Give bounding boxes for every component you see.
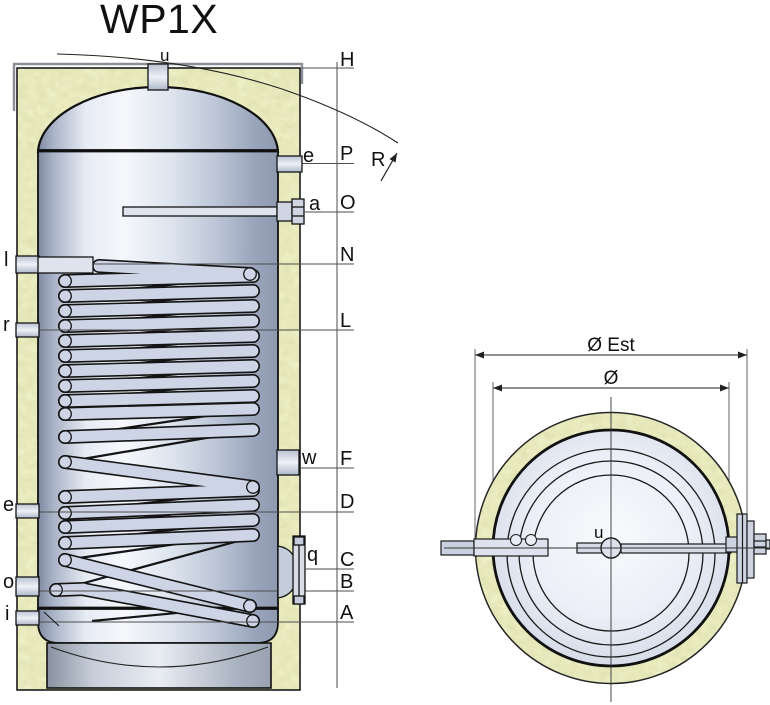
stub-l [15, 255, 40, 274]
stub-r [15, 322, 40, 338]
tank-skirt [46, 642, 272, 689]
coil-inlet-header [37, 256, 94, 274]
dim-label-A: A [340, 602, 354, 624]
label-connection-e-low: e [3, 494, 14, 516]
label-connection-w: w [301, 447, 317, 469]
dim-label-F: F [340, 448, 352, 470]
dim-label-C: C [340, 549, 354, 571]
top-view: Ø Est Ø u [440, 335, 770, 702]
anode-fitting-a [122, 198, 305, 225]
dim-label-O: O [340, 192, 356, 214]
tilting-radius [56, 53, 399, 182]
connection-fittings [15, 63, 306, 627]
dim-label-B: B [340, 571, 353, 593]
stub-e-right [276, 155, 303, 173]
label-inner-diameter: Ø [604, 368, 619, 389]
radius-arrow [380, 152, 398, 182]
flange-q [277, 535, 306, 605]
coil-end-rings [49, 267, 260, 628]
drain-tick-mark [43, 611, 60, 627]
label-connection-q: q [307, 544, 318, 566]
label-connection-a: a [309, 193, 321, 215]
label-radius-R: R [371, 149, 385, 171]
label-connection-i: i [5, 603, 9, 625]
dim-label-D: D [340, 491, 354, 513]
label-center-u: u [594, 523, 603, 542]
label-connection-u: u [160, 46, 169, 65]
tilting-radius-arc [56, 53, 399, 144]
stub-w [276, 449, 300, 476]
stub-o [15, 576, 40, 597]
front-view: WP1X u l r e o i e a w q H P O N L F D C… [3, 0, 399, 691]
label-connection-e-top: e [303, 145, 314, 167]
dim-label-H: H [340, 49, 354, 71]
dim-label-N: N [340, 244, 354, 266]
top-view-dimensions [474, 349, 748, 552]
stub-e-left [15, 503, 40, 519]
label-connection-l: l [4, 249, 8, 271]
stub-i [15, 610, 40, 626]
label-connection-r: r [3, 314, 10, 336]
label-connection-o: o [3, 571, 14, 593]
dim-label-L: L [340, 310, 351, 332]
bottom-dish-line [50, 646, 269, 668]
coil-tubes-fill [50, 260, 259, 627]
stub-u-top [147, 63, 169, 91]
coil-ring-bump-1 [510, 534, 522, 546]
heating-coil [49, 259, 260, 628]
label-outer-diameter: Ø Est [587, 335, 635, 356]
anode-rod-top-view [620, 543, 732, 554]
dim-label-P: P [340, 143, 353, 165]
page-title: WP1X [100, 0, 218, 42]
coil-ring-bump-2 [525, 534, 537, 546]
